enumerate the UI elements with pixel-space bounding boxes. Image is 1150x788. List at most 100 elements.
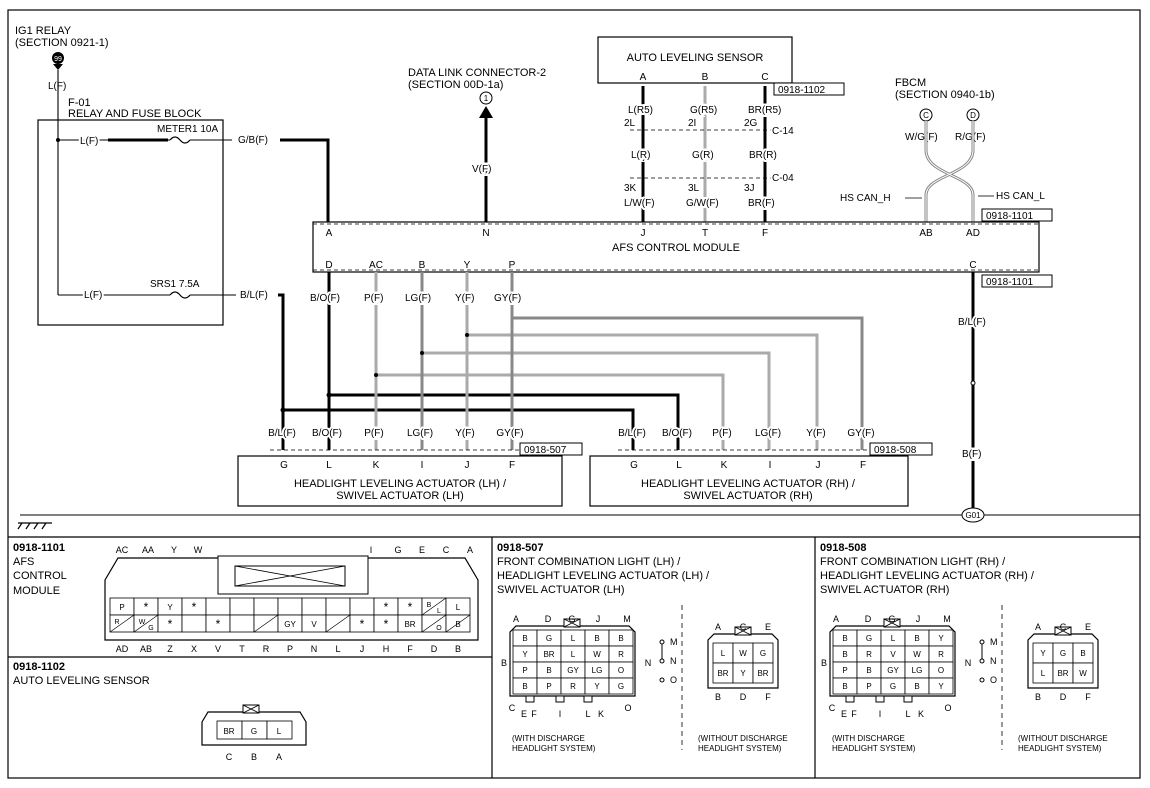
- sensor-wire-top-a: L(R5): [628, 105, 653, 116]
- rh-big-cavity-color-16: B: [842, 682, 847, 691]
- sensor-wire-bottom-c: BR(F): [748, 198, 775, 209]
- actuator-rh-pin-g: G: [630, 460, 638, 471]
- rh-switch-dot-1: [979, 658, 985, 664]
- rh-big-cavity-color-4: B: [914, 634, 919, 643]
- fbcm-section: (SECTION 0940-1b): [895, 89, 995, 101]
- rh-big-cavity-color-11: P: [842, 666, 847, 675]
- rh-switch-dot-2: [979, 677, 985, 683]
- lh-small-cavity-color-3: BR: [717, 669, 728, 678]
- lh-big-top-pin-j: J: [596, 614, 601, 624]
- srs-fuse-in-label: L(F): [84, 290, 102, 301]
- actuator-rh-title-2: SWIVEL ACTUATOR (RH): [683, 490, 812, 502]
- sensor-pin-c: C: [761, 72, 768, 83]
- rh-big-bottom-pin-e: E: [841, 709, 847, 719]
- sensor-connector-ref-box: [773, 82, 845, 96]
- actuator-lh-pin-f: F: [509, 460, 515, 471]
- ig1-terminal-number: 99: [54, 56, 62, 63]
- dlc-title: DATA LINK CONNECTOR-2: [408, 67, 546, 79]
- afs-latch-cross-icon: [234, 565, 346, 587]
- lh-switch-label-m: M: [670, 637, 678, 647]
- afs-cavity-color-5: L: [456, 603, 461, 612]
- actuator-rh-wire-label-0: B/L(F): [618, 428, 646, 439]
- sensor-pin-b: B: [251, 752, 257, 762]
- panel-afs-line2: CONTROL: [13, 570, 67, 582]
- bl-junction: [280, 407, 286, 413]
- actuator-lh-wire-label-3: LG(F): [407, 428, 433, 439]
- rh-big-bottom-pin-l: L: [905, 709, 910, 719]
- ig1-terminal: [52, 52, 64, 64]
- panel-sensor-title: AUTO LEVELING SENSOR: [13, 675, 150, 687]
- lh-small-cavity-color-2: G: [760, 649, 766, 658]
- lh-caption-without-0: (WITHOUT DISCHARGE: [698, 734, 788, 743]
- actuator-rh-pin-f: F: [860, 460, 866, 471]
- actuator-lh-wire-label-2: P(F): [364, 428, 383, 439]
- lh-small-cavity-color-0: L: [721, 649, 726, 658]
- wire-bo-rh: [329, 393, 680, 450]
- meter-fuse-symbol: [169, 136, 191, 144]
- afs-cavity-split-label-c: G: [148, 625, 153, 632]
- sensor-latch-cross-icon: [242, 704, 260, 714]
- dlc-terminal-number: 1: [484, 94, 489, 103]
- lh-big-cavity-color-13: GY: [567, 666, 579, 675]
- rh-small-top-pin-e: E: [1085, 622, 1091, 632]
- sensor-cavity-color-0: BR: [223, 727, 234, 736]
- sensor-pin-c: C: [226, 752, 233, 762]
- sensor-box: [597, 36, 793, 84]
- lh-big-cavity-color-11: P: [522, 666, 527, 675]
- afs-panel-bottom-pin-d: D: [431, 644, 438, 654]
- lh-big-cavity-color-17: P: [546, 682, 551, 691]
- lh-small-cavity-color-5: BR: [757, 669, 768, 678]
- afs-panel-top-pin-i: I: [370, 545, 373, 555]
- actuator-lh-pin-l: L: [326, 460, 332, 471]
- lh-big-bottom-pin-o: O: [624, 703, 631, 713]
- afs-panel-bottom-pin-z: Z: [167, 644, 173, 654]
- rh-big-cavity-color-19: B: [914, 682, 919, 691]
- srs-fuse-name: SRS1 7.5A: [150, 279, 200, 290]
- rh-big-cavity-color-1: B: [842, 634, 847, 643]
- ground-splice: [970, 380, 976, 386]
- afs-module-title: AFS CONTROL MODULE: [612, 242, 740, 254]
- afs-panel-bottom-pin-l: L: [335, 644, 340, 654]
- actuator-lh-pin-j: J: [465, 460, 470, 471]
- lh-big-bottom-pin-k: K: [598, 709, 604, 719]
- afs-cavity: [301, 597, 327, 616]
- bo-junction: [326, 392, 332, 398]
- rh-big-side-right: N: [965, 658, 972, 668]
- actuator-lh-pin-i: I: [421, 460, 424, 471]
- afs-cavity: [253, 597, 279, 616]
- ig1-relay-section: (SECTION 0921-1): [15, 37, 109, 49]
- lh-big-cavity-color-5: B: [618, 634, 623, 643]
- rh-small-bottom-pin-d: D: [1060, 692, 1067, 702]
- afs-cavity-split-5: [421, 614, 447, 633]
- actuator-lh-ref-box: [519, 442, 583, 456]
- lh-big-cavity: [608, 677, 634, 695]
- afs-panel-top-pin-e: E: [419, 545, 425, 555]
- rh-big-cavity-color-20: Y: [938, 682, 944, 691]
- fbcm-terminal-c-label: C: [923, 111, 929, 120]
- afs-panel-bottom-pin-f: F: [407, 644, 413, 654]
- lh-small-bottom-pin-d: D: [740, 692, 747, 702]
- sensor-wire-mid-a: L(R): [631, 150, 650, 161]
- srs-fuse-out-label: B/L(F): [240, 290, 268, 301]
- afs-cavity-split-1: [133, 614, 159, 633]
- rh-big-top-pin-g: G: [888, 614, 895, 624]
- afs-panel-bottom-pin-t: T: [239, 644, 245, 654]
- afs-cavity: [325, 597, 351, 616]
- dlc-wire-label: V(F): [472, 164, 491, 175]
- rh-small-bottom-pin-f: F: [1085, 692, 1091, 702]
- actuator-rh-title-1: HEADLIGHT LEVELING ACTUATOR (RH) /: [641, 478, 856, 490]
- lh-big-cavity-color-15: O: [618, 666, 624, 675]
- dlc-arrow: [479, 106, 493, 118]
- rh-small-latch-cross-icon: [1054, 626, 1072, 636]
- afs-bottom-ref-box: [981, 274, 1053, 288]
- meter-fuse-in-label: L(F): [80, 136, 98, 147]
- fuse-block-title: RELAY AND FUSE BLOCK: [68, 108, 202, 120]
- junction-c04-pin-c: 3J: [744, 183, 755, 194]
- rh-small-cavity-color-5: W: [1079, 669, 1087, 678]
- afs-cavity: [229, 614, 255, 633]
- afs-panel-bottom-pin-j: J: [360, 644, 365, 654]
